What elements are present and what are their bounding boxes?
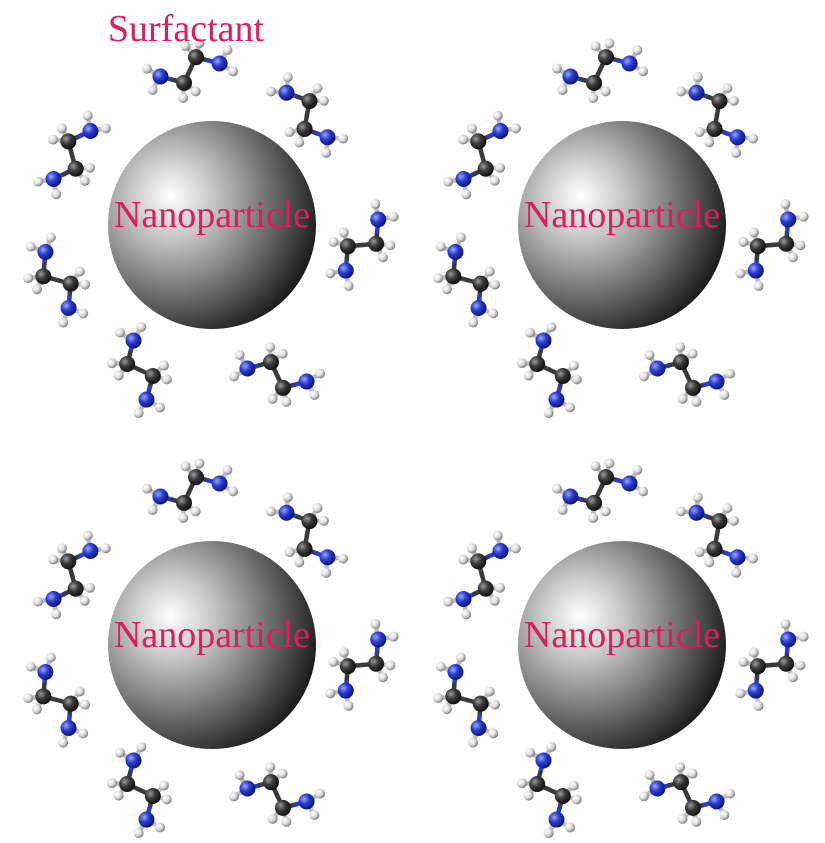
surfactant-molecule-icon xyxy=(443,530,521,620)
surfactant-molecule-icon xyxy=(443,110,521,200)
surfactant-molecule-icon xyxy=(516,321,582,419)
surfactant-molecule-icon xyxy=(638,341,736,407)
nanoparticle-sphere-icon xyxy=(108,121,316,329)
surfactant-molecule-icon xyxy=(33,110,111,200)
surfactant-molecule-icon xyxy=(33,530,111,620)
nanoparticle-sphere-icon xyxy=(108,541,316,749)
surfactant-molecule-icon xyxy=(325,619,399,711)
surfactant-molecule-icon xyxy=(551,458,649,524)
surfactant-molecule-icon xyxy=(675,492,759,578)
surfactant-molecule-icon xyxy=(735,199,809,291)
surfactant-molecule-icon xyxy=(23,232,91,328)
surfactant-molecule-icon xyxy=(551,38,649,104)
surfactant-molecule-icon xyxy=(265,72,349,158)
surfactant-molecule-icon xyxy=(325,199,399,291)
surfactant-molecule-icon xyxy=(735,619,809,711)
surfactant-molecule-icon xyxy=(106,741,172,839)
surfactant-molecule-icon xyxy=(23,652,91,748)
nanoparticle-sphere-icon xyxy=(518,121,726,329)
surfactant-molecule-icon xyxy=(433,652,501,748)
surfactant-molecule-icon xyxy=(141,458,239,524)
surfactant-molecule-icon xyxy=(638,761,736,827)
nanoparticle-sphere-icon xyxy=(518,541,726,749)
surfactant-molecule-icon xyxy=(106,321,172,419)
surfactant-molecule-icon xyxy=(516,741,582,839)
surfactant-molecule-icon xyxy=(228,761,326,827)
surfactant-molecule-icon xyxy=(228,341,326,407)
surfactant-molecule-icon xyxy=(433,232,501,328)
surfactant-molecule-icon xyxy=(265,492,349,578)
surfactant-molecule-icon xyxy=(141,38,239,104)
surfactant-molecule-icon xyxy=(675,72,759,158)
